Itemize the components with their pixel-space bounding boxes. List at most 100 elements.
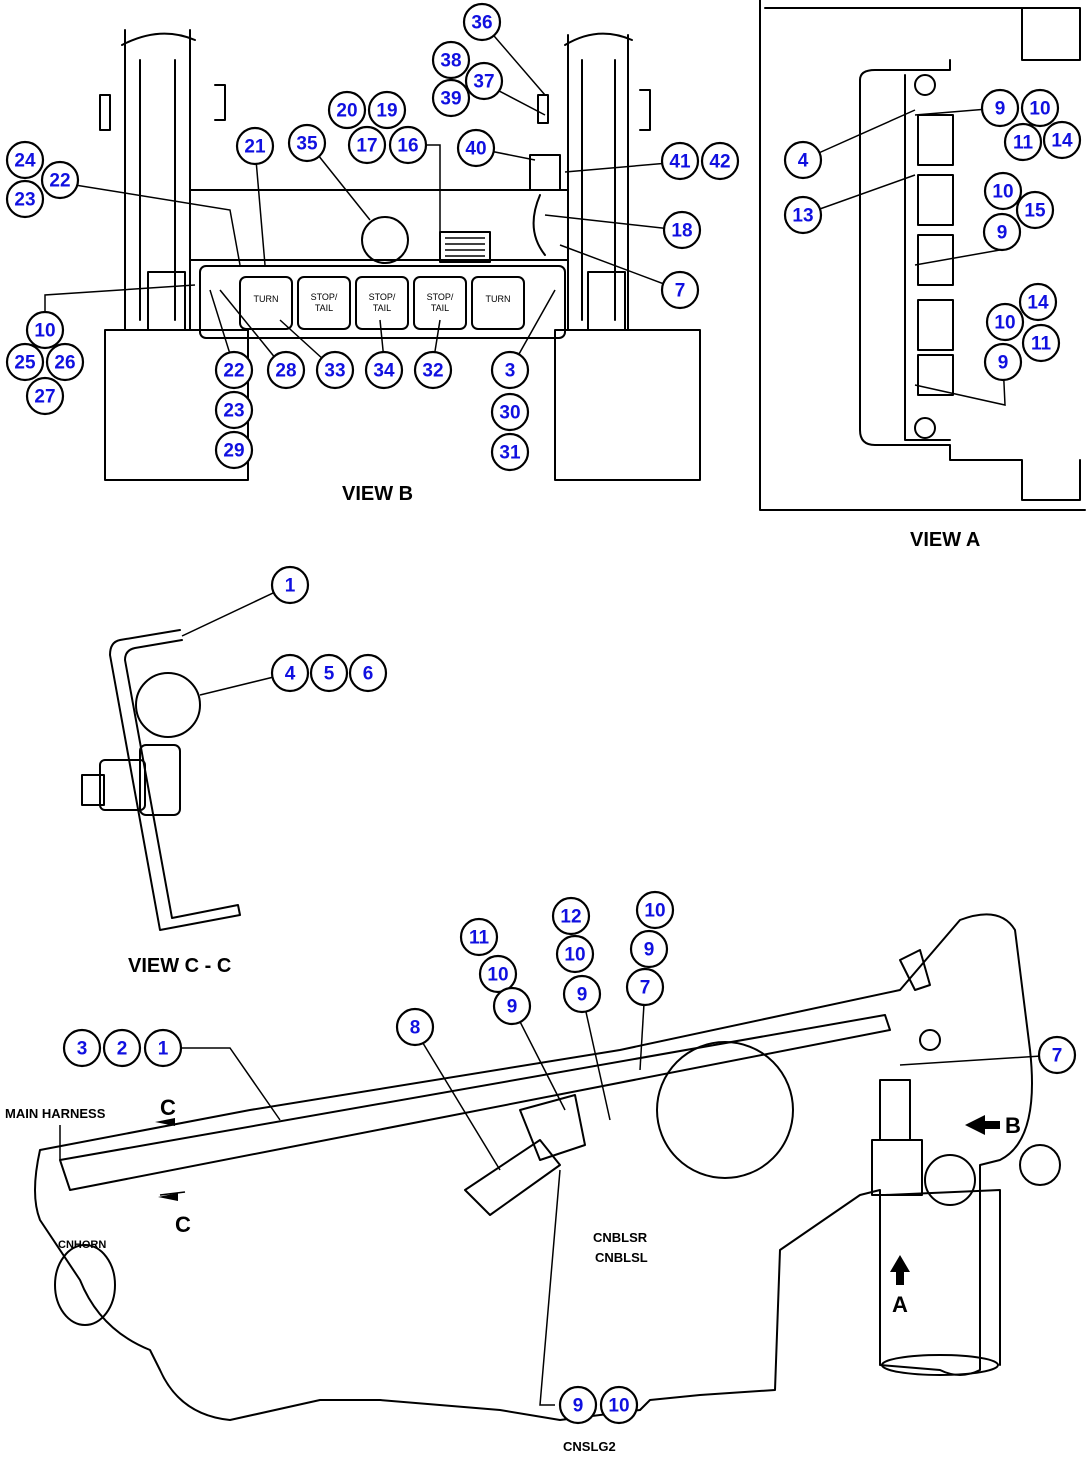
callout-1: 1 <box>270 565 310 605</box>
svg-text:STOP/: STOP/ <box>427 292 454 302</box>
svg-text:TURN: TURN <box>254 294 279 304</box>
callout-number: 4 <box>798 151 809 172</box>
callout-number: 3 <box>505 361 516 382</box>
lamp-stop-tail-2: STOP/ TAIL <box>355 276 409 330</box>
callout-13: 13 <box>783 195 823 235</box>
callout-18: 18 <box>662 210 702 250</box>
callout-number: 11 <box>469 928 490 949</box>
callout-number: 7 <box>1052 1046 1063 1067</box>
callout-42: 42 <box>700 141 740 181</box>
callout-number: 22 <box>49 171 70 192</box>
callout-number: 1 <box>158 1039 169 1060</box>
callout-14: 14 <box>1018 282 1058 322</box>
lamp-stop-tail-1: STOP/ TAIL <box>297 276 351 330</box>
callout-number: 28 <box>275 361 296 382</box>
callout-number: 9 <box>997 223 1008 244</box>
callout-number: 9 <box>577 985 588 1006</box>
callout-29: 29 <box>214 430 254 470</box>
callout-number: 15 <box>1024 201 1046 222</box>
callout-37: 37 <box>464 61 504 101</box>
callout-number: 41 <box>669 152 691 173</box>
callout-number: 6 <box>363 664 374 685</box>
callout-9: 9 <box>983 342 1023 382</box>
callout-number: 37 <box>473 72 494 93</box>
callout-7: 7 <box>660 270 700 310</box>
callout-34: 34 <box>364 350 404 390</box>
callout-number: 34 <box>373 361 395 382</box>
callout-17: 17 <box>347 125 387 165</box>
callout-6: 6 <box>348 653 388 693</box>
callout-number: 9 <box>998 353 1009 374</box>
view-a-label: VIEW A <box>910 529 980 551</box>
callout-14: 14 <box>1042 120 1082 160</box>
view-arrows <box>155 1115 1000 1285</box>
callout-number: 3 <box>77 1039 88 1060</box>
callout-40: 40 <box>456 128 496 168</box>
cnhorn-label: CNHORN <box>58 1239 106 1251</box>
section-c-top-label: C <box>160 1095 176 1120</box>
callout-number: 14 <box>1051 131 1073 152</box>
callout-33: 33 <box>315 350 355 390</box>
callout-number: 33 <box>324 361 345 382</box>
callout-number: 36 <box>471 13 492 34</box>
callout-number: 9 <box>573 1396 584 1417</box>
callout-number: 9 <box>644 940 655 961</box>
arrow-a-label: A <box>892 1292 908 1317</box>
callout-number: 20 <box>336 101 357 122</box>
main-harness-label: MAIN HARNESS <box>5 1106 106 1121</box>
callout-number: 30 <box>499 403 520 424</box>
callout-26: 26 <box>45 342 85 382</box>
callout-number: 26 <box>54 353 75 374</box>
view-b-drawing <box>99 29 701 481</box>
callout-11: 11 <box>1003 122 1043 162</box>
view-cc-drawing <box>81 629 241 931</box>
arrow-b-label: B <box>1005 1113 1021 1138</box>
callout-number: 10 <box>564 945 585 966</box>
callout-2: 2 <box>102 1028 142 1068</box>
callout-15: 15 <box>1015 190 1055 230</box>
callout-number: 4 <box>285 664 296 685</box>
callout-number: 24 <box>14 151 36 172</box>
callout-10: 10 <box>25 310 65 350</box>
callout-4: 4 <box>270 653 310 693</box>
callout-number: 10 <box>487 965 508 986</box>
callout-number: 14 <box>1027 293 1049 314</box>
callout-12: 12 <box>551 896 591 936</box>
callout-3: 3 <box>490 350 530 390</box>
callout-number: 10 <box>992 182 1013 203</box>
callout-9: 9 <box>562 974 602 1014</box>
callout-24: 24 <box>5 140 45 180</box>
callout-21: 21 <box>235 126 275 166</box>
section-arrow-bottom-icon <box>158 1193 178 1201</box>
callout-number: 17 <box>356 136 377 157</box>
callout-10: 10 <box>599 1385 639 1425</box>
callout-10: 10 <box>555 934 595 974</box>
callout-36: 36 <box>462 2 502 42</box>
callout-number: 10 <box>994 313 1015 334</box>
callout-23: 23 <box>5 179 45 219</box>
callout-number: 10 <box>34 321 55 342</box>
callout-41: 41 <box>660 141 700 181</box>
callout-10: 10 <box>983 171 1023 211</box>
cnblsl-label: CNBLSL <box>595 1250 648 1265</box>
callout-22: 22 <box>40 160 80 200</box>
callout-number: 8 <box>410 1018 421 1039</box>
callout-25: 25 <box>5 342 45 382</box>
section-c-bottom-label: C <box>175 1212 191 1237</box>
callout-30: 30 <box>490 392 530 432</box>
callout-1: 1 <box>143 1028 183 1068</box>
callout-number: 22 <box>223 361 244 382</box>
callout-11: 11 <box>1021 323 1061 363</box>
arrow-b-icon <box>965 1115 1000 1135</box>
callout-9: 9 <box>558 1385 598 1425</box>
callout-4: 4 <box>783 140 823 180</box>
callout-number: 7 <box>640 978 651 999</box>
callout-10: 10 <box>478 954 518 994</box>
svg-text:TAIL: TAIL <box>431 303 449 313</box>
callout-number: 31 <box>499 443 521 464</box>
callout-number: 11 <box>1031 334 1052 355</box>
callout-number: 16 <box>397 136 418 157</box>
callout-28: 28 <box>266 350 306 390</box>
